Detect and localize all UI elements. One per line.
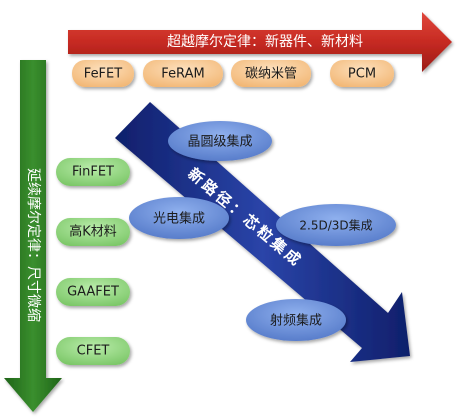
oval-label: 晶圆级集成: [187, 134, 252, 150]
left-items: FinFET 高K材料 GAAFET CFET: [56, 158, 130, 365]
oval-rf: 射频集成: [246, 299, 346, 341]
oval-label: 2.5D/3D集成: [299, 218, 372, 233]
left-item-gaafet: GAAFET: [56, 278, 130, 306]
top-item-label: FeFET: [84, 67, 122, 82]
top-item-fefet: FeFET: [72, 60, 134, 87]
oval-2-5d-3d: 2.5D/3D集成: [276, 204, 396, 246]
diagonal-arrow-shape: [115, 102, 410, 362]
left-arrow-label: 延续摩尔定律：尺寸微缩: [25, 168, 42, 322]
top-arrow-shape: [68, 12, 452, 72]
diagonal-items: 晶圆级集成 光电集成 2.5D/3D集成 射频集成: [129, 121, 396, 341]
left-item-label: 高K材料: [69, 224, 117, 240]
left-item-label: GAAFET: [67, 285, 119, 300]
oval-label: 射频集成: [270, 313, 322, 329]
diagonal-arrow: [115, 102, 410, 362]
top-item-pcm: PCM: [330, 60, 394, 87]
left-arrow: [4, 60, 62, 412]
left-item-label: FinFET: [72, 165, 114, 180]
top-item-label: 碳纳米管: [245, 67, 297, 82]
top-item-label: PCM: [348, 67, 376, 82]
left-item-label: CFET: [77, 344, 110, 359]
oval-optoelectronic: 光电集成: [129, 197, 229, 239]
left-item-finfet: FinFET: [56, 158, 130, 186]
top-arrow: [68, 12, 452, 72]
left-arrow-shape: [4, 60, 62, 412]
top-item-feram: FeRAM: [143, 60, 223, 87]
oval-label: 光电集成: [153, 211, 205, 227]
top-items: FeFET FeRAM 碳纳米管 PCM: [72, 60, 394, 87]
left-item-cfet: CFET: [56, 337, 130, 365]
left-item-high-k: 高K材料: [56, 218, 130, 246]
top-item-carbon-nanotube: 碳纳米管: [231, 60, 311, 87]
oval-wafer-level: 晶圆级集成: [168, 121, 272, 161]
top-item-label: FeRAM: [161, 67, 204, 82]
top-arrow-label: 超越摩尔定律：新器件、新材料: [167, 33, 363, 50]
